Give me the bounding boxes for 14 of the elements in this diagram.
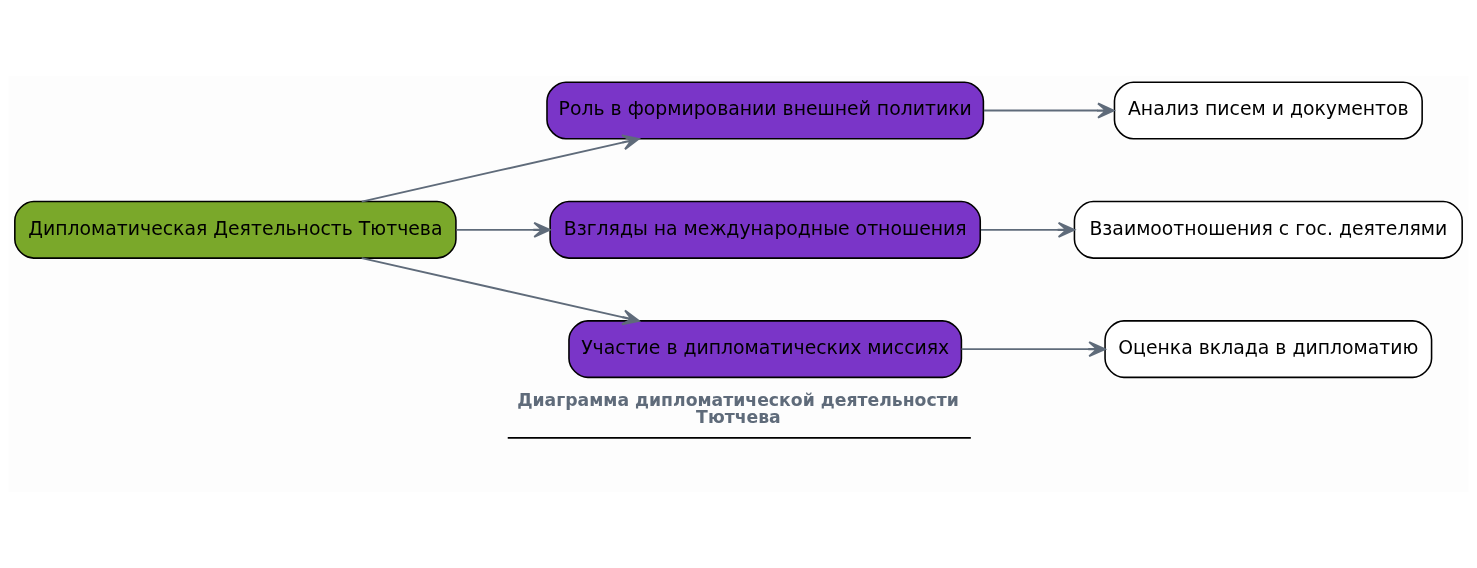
- node-box: Роль в формировании внешней политики: [546, 81, 985, 140]
- node-box: Дипломатическая Деятельность Тютчева: [14, 200, 457, 259]
- arrow: [982, 102, 1115, 119]
- node-box: Участие в дипломатических миссиях: [568, 320, 963, 379]
- arrow: [360, 257, 640, 326]
- arrow: [980, 221, 1076, 238]
- arrow: [455, 221, 551, 238]
- node-box: Анализ писем и документов: [1113, 81, 1423, 140]
- node-box: Взаимоотношения с гос. деятелями: [1073, 200, 1463, 259]
- node-box: Оценка вклада в дипломатию: [1104, 320, 1433, 379]
- arrow: [960, 341, 1106, 358]
- node-box: Взгляды на международные отношения: [549, 200, 982, 259]
- arrow: [360, 134, 640, 203]
- diagram-title: Диаграмма дипломатической деятельности Тютчева: [517, 390, 959, 428]
